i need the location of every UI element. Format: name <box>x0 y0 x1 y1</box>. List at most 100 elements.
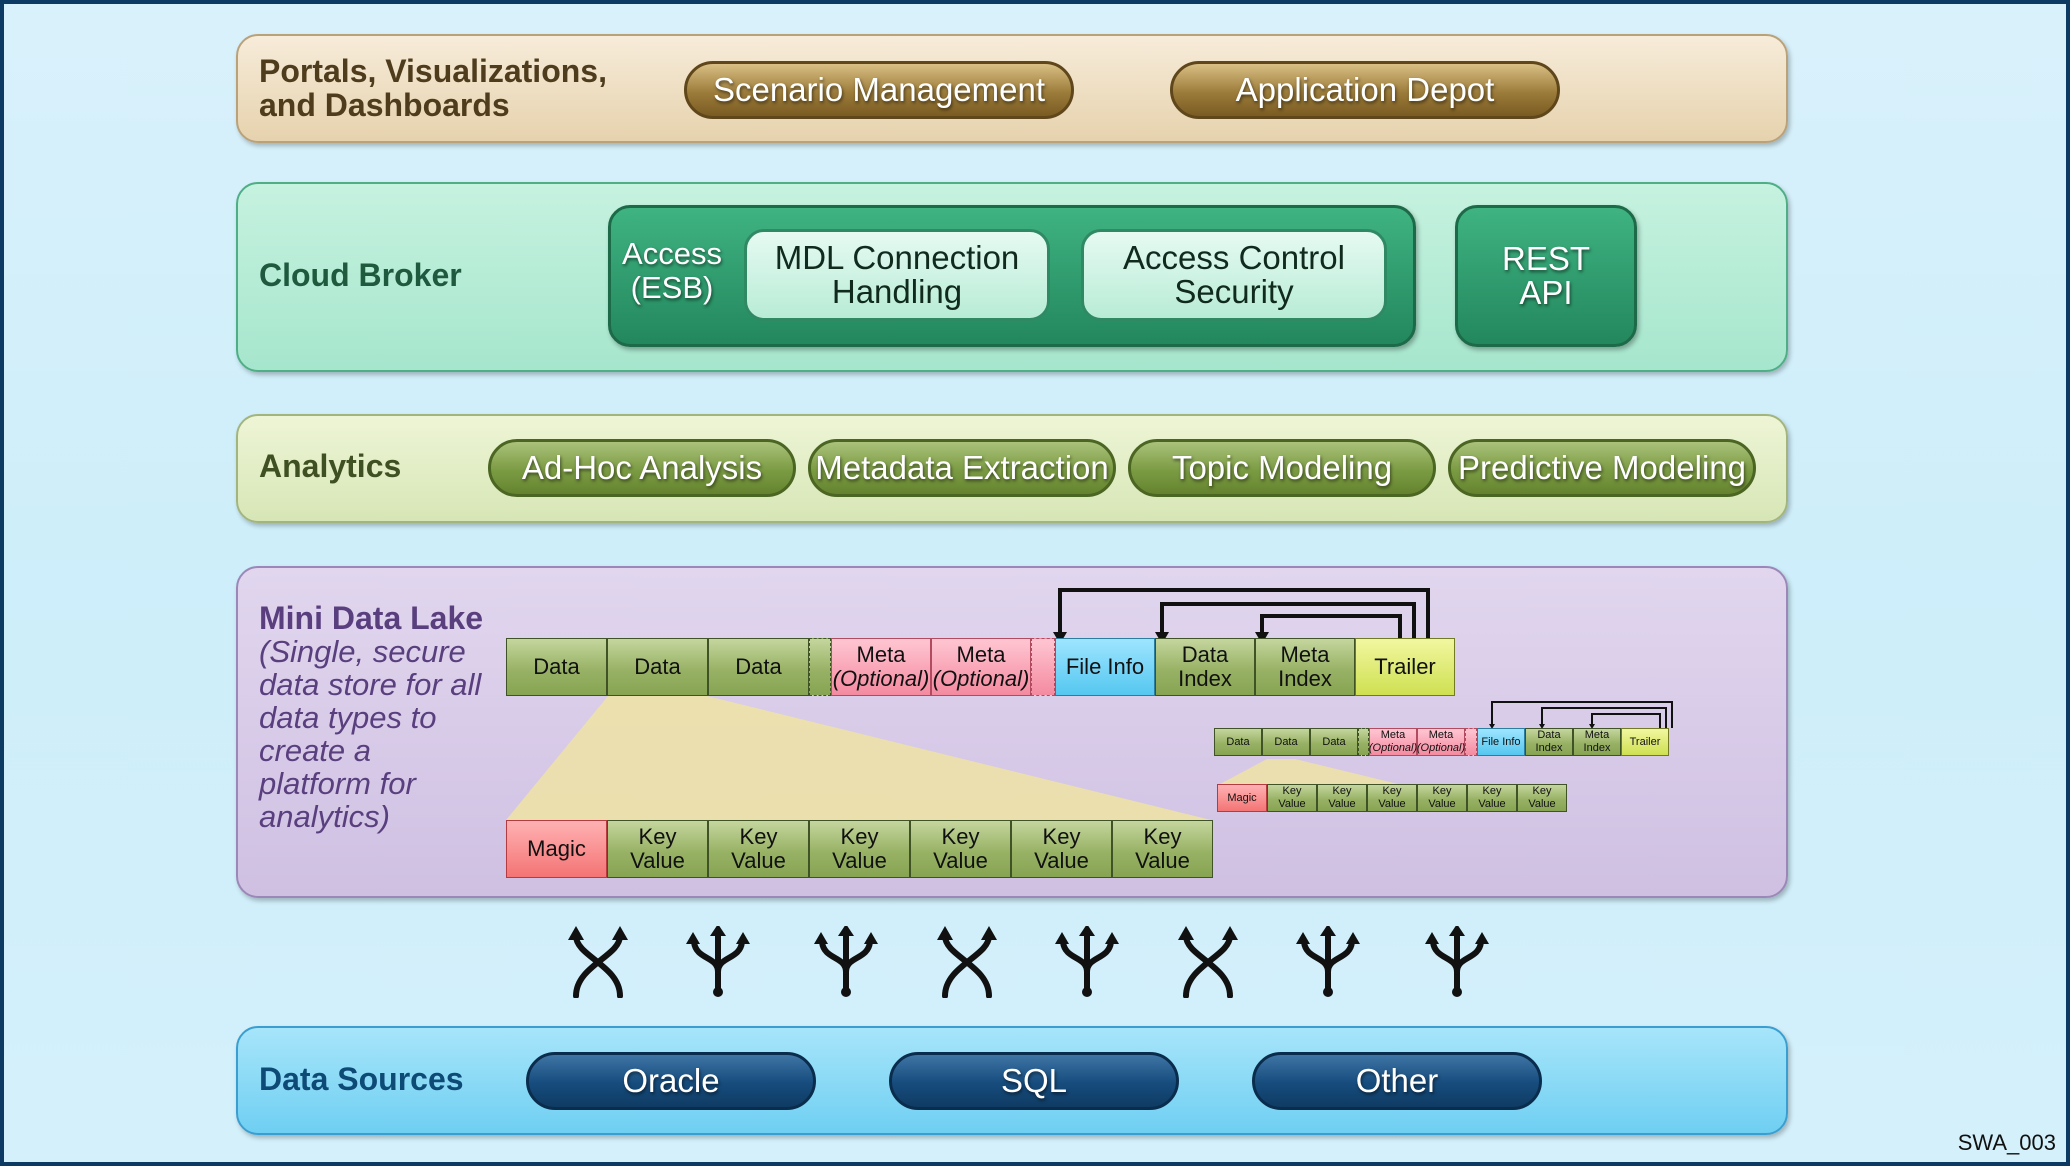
cell-label: Trailer <box>1374 654 1436 679</box>
application-depot-button[interactable]: Application Depot <box>1170 61 1560 119</box>
mini-data-lake-description: (Single, secure data store for all data … <box>259 634 482 834</box>
cell-label: Key <box>1332 785 1352 797</box>
cell-label: Meta <box>1280 642 1330 667</box>
figure-id-tag: SWA_003 <box>1957 1130 2056 1155</box>
cell-label: Trailer <box>1629 735 1661 748</box>
cell-sublabel: Value <box>1034 848 1089 873</box>
data-cell: Data <box>1214 728 1262 756</box>
data-cell: Data <box>607 638 708 696</box>
merge-arrows-icon <box>568 926 628 998</box>
cell-sublabel: Value <box>731 848 786 873</box>
cell-sublabel: Value <box>1378 798 1406 810</box>
data-cell: Data <box>1310 728 1358 756</box>
cell-sublabel: Value <box>832 848 887 873</box>
fileinfo-cell: File Info <box>1477 728 1525 756</box>
cell-label: Meta <box>1428 729 1454 741</box>
trailer-cell: Trailer <box>1621 728 1669 756</box>
cell-sublabel: Index <box>1278 666 1332 691</box>
data-cell: Data <box>708 638 809 696</box>
gap-green-cell <box>809 638 831 696</box>
gap-pink-cell <box>1465 728 1477 756</box>
cell-sublabel: (Optional) <box>932 666 1030 691</box>
cell-sublabel: Value <box>1428 798 1456 810</box>
sql-source-button[interactable]: SQL <box>889 1052 1179 1110</box>
cell-sublabel: Index <box>1535 742 1563 754</box>
meta-cell: Meta(Optional) <box>931 638 1031 696</box>
analytics-title: Analytics <box>259 448 402 484</box>
cell-label: File Info <box>1481 735 1521 748</box>
metadata-extraction-button[interactable]: Metadata Extraction <box>808 439 1116 497</box>
cell-label: Key <box>1282 785 1302 797</box>
data-block-projection <box>506 588 1673 820</box>
cell-label: Key <box>1042 824 1081 849</box>
cell-label: Key <box>1382 785 1402 797</box>
data-sources-title: Data Sources <box>259 1061 464 1097</box>
data-cell: Data <box>506 638 607 696</box>
split-arrows-icon <box>1296 926 1360 997</box>
oracle-source-button[interactable]: Oracle <box>526 1052 816 1110</box>
cell-sublabel: Value <box>630 848 685 873</box>
cell-label: Key <box>1432 785 1452 797</box>
cell-label: Data <box>533 654 580 679</box>
gap-green-cell <box>1358 728 1369 756</box>
mdl-connection-handling-module[interactable]: MDL Connection Handling <box>744 229 1050 321</box>
cell-label: Data <box>1274 735 1298 748</box>
meta-cell: Meta(Optional) <box>831 638 931 696</box>
cell-label: File Info <box>1065 654 1145 679</box>
cell-label: Key <box>1143 824 1182 849</box>
portals-title: Portals, Visualizations, and Dashboards <box>259 53 607 123</box>
cell-label: Data <box>634 654 681 679</box>
cell-label: Key <box>638 824 677 849</box>
cell-label: Meta <box>856 642 906 667</box>
cell-sublabel: Value <box>1478 798 1506 810</box>
scenario-management-button[interactable]: Scenario Management <box>684 61 1074 119</box>
other-source-button[interactable]: Other <box>1252 1052 1542 1110</box>
cell-label: Key <box>739 824 778 849</box>
cell-label: Data <box>1181 642 1229 667</box>
magic-cell: Magic <box>1217 784 1267 812</box>
access-control-security-module[interactable]: Access Control Security <box>1081 229 1387 321</box>
mini-data-lake-title: Mini Data Lake <box>259 600 484 636</box>
cloud-broker-title: Cloud Broker <box>259 257 462 293</box>
gap-pink-cell <box>1031 638 1055 696</box>
cell-sublabel: Value <box>1528 798 1556 810</box>
topic-modeling-button[interactable]: Topic Modeling <box>1128 439 1436 497</box>
magic-cell: Magic <box>506 820 607 878</box>
cell-label: Magic <box>1227 791 1257 804</box>
merge-arrows-icon <box>1178 926 1238 998</box>
cell-label: Magic <box>527 836 586 861</box>
cell-label: Key <box>840 824 879 849</box>
split-arrows-icon <box>1055 926 1119 997</box>
predictive-modeling-button[interactable]: Predictive Modeling <box>1448 439 1756 497</box>
cell-label: Data <box>735 654 782 679</box>
cell-sublabel: Index <box>1583 742 1611 754</box>
cell-label: Key <box>941 824 980 849</box>
cell-sublabel: Value <box>1135 848 1190 873</box>
merge-arrows-icon <box>937 926 997 998</box>
access-esb-label: Access (ESB) <box>622 236 722 305</box>
ad-hoc-analysis-button[interactable]: Ad-Hoc Analysis <box>488 439 796 497</box>
cell-sublabel: Index <box>1178 666 1232 691</box>
data-cell: Data <box>1262 728 1310 756</box>
cell-sublabel: Value <box>1328 798 1356 810</box>
cell-label: Key <box>1532 785 1552 797</box>
cell-label: Data <box>1226 735 1250 748</box>
meta-cell: Meta(Optional) <box>1417 728 1465 756</box>
rest-api-module[interactable]: REST API <box>1455 205 1637 347</box>
cell-sublabel: Value <box>933 848 988 873</box>
trailer-cell: Trailer <box>1355 638 1455 696</box>
